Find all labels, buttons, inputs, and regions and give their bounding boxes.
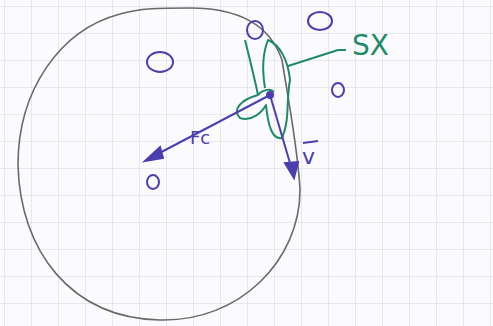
vectors — [145, 92, 318, 178]
annotation-text: SX — [352, 32, 389, 60]
particles — [147, 12, 344, 189]
circular-path — [18, 8, 300, 320]
velocity-label: v — [302, 146, 315, 168]
hand-sketch — [237, 40, 346, 138]
force-label: Fc — [190, 129, 210, 147]
